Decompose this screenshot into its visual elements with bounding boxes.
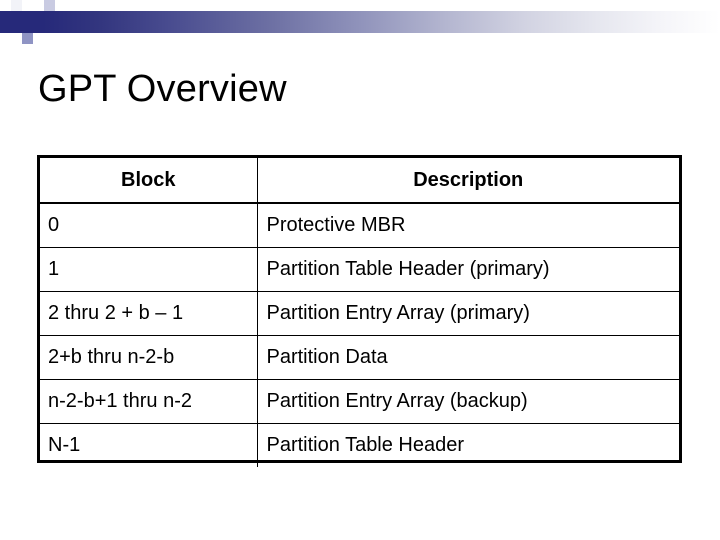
- ornament-square-20: [22, 33, 33, 44]
- column-header-block: Block: [40, 158, 258, 204]
- ornament-square-1: [11, 0, 22, 11]
- cell-block: 1: [40, 247, 258, 292]
- cell-block: n-2-b+1 thru n-2: [40, 379, 258, 424]
- cell-description: Protective MBR: [256, 202, 679, 248]
- ornament-square-4: [44, 0, 55, 11]
- ornament-square-23: [55, 33, 66, 44]
- cell-description: Partition Table Header (primary): [256, 247, 679, 292]
- ornament-square-5: [55, 0, 66, 11]
- cell-block: N-1: [40, 423, 258, 467]
- page-title: GPT Overview: [38, 68, 287, 110]
- cell-block: 2 thru 2 + b – 1: [40, 291, 258, 336]
- column-header-description: Description: [256, 158, 679, 204]
- ornament-square-3: [33, 0, 44, 11]
- ornament-square-0: [0, 0, 11, 11]
- cell-description: Partition Table Header: [256, 423, 679, 467]
- cell-description: Partition Entry Array (backup): [256, 379, 679, 424]
- ornament-square-22: [44, 33, 55, 44]
- cell-description: Partition Entry Array (primary): [256, 291, 679, 336]
- cell-block: 0: [40, 202, 258, 248]
- table-header: Block Description: [40, 158, 679, 204]
- table-header-row: Block Description: [40, 158, 679, 204]
- cell-block: 2+b thru n-2-b: [40, 335, 258, 380]
- ornament-square-19: [11, 33, 22, 44]
- ornament-square-18: [0, 33, 11, 44]
- header-gradient-bar: [0, 11, 720, 33]
- ornament-square-2: [22, 0, 33, 11]
- ornament-square-21: [33, 33, 44, 44]
- cell-description: Partition Data: [256, 335, 679, 380]
